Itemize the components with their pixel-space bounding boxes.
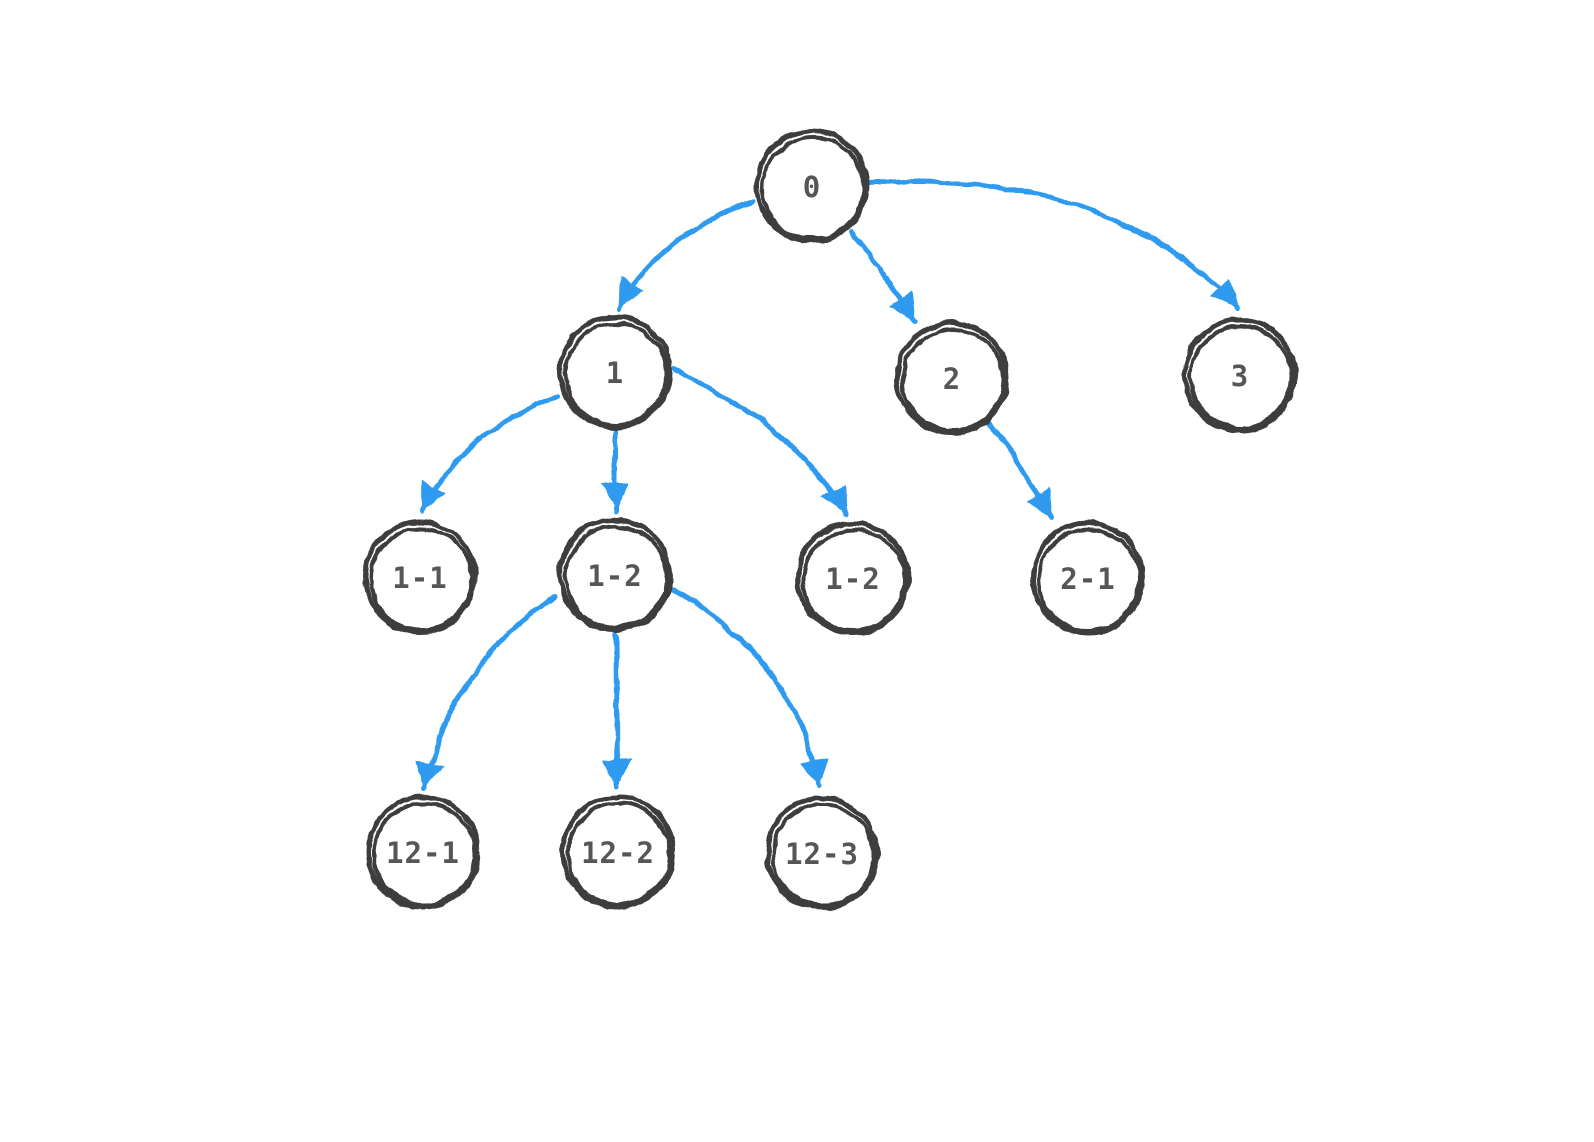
node-fill: [371, 800, 475, 904]
node-inner-ring: [563, 321, 669, 427]
node-2-1: [1030, 520, 1146, 636]
node-outer-ring: [795, 520, 911, 636]
labels-layer: 0 1 2 3 1-1 1-2 1-2 2-1 12-1 12-2 12-3: [386, 170, 1249, 871]
edge-0-to-3: [865, 179, 1241, 311]
node-label-12-3: 12-3: [785, 837, 859, 871]
arrowhead-icon: [618, 276, 644, 308]
node-0: [754, 128, 870, 244]
node-fill: [760, 134, 864, 238]
node-outer-ring: [362, 519, 478, 635]
edge-1-to-1-2b: [671, 367, 849, 518]
arrowhead-icon: [888, 290, 915, 322]
arrowhead-icon: [820, 483, 846, 515]
arrowhead-icon: [800, 757, 829, 788]
arrowhead-icon: [421, 480, 447, 512]
edge-1-2-to-12-1: [421, 593, 559, 793]
node-outer-ring: [764, 795, 880, 911]
node-2: [894, 320, 1010, 436]
node-fill: [563, 320, 667, 424]
node-12-3: [764, 795, 880, 911]
node-12-1: [365, 794, 481, 910]
edges-layer: [415, 179, 1241, 793]
node-outer-ring: [1030, 520, 1146, 636]
node-inner-ring: [760, 135, 866, 241]
arrowhead-icon: [601, 483, 629, 511]
node-1-2: [557, 517, 673, 633]
node-3: [1182, 317, 1298, 433]
node-outer-ring: [557, 517, 673, 633]
node-outer-ring: [1182, 317, 1298, 433]
node-label-12-1: 12-1: [386, 836, 460, 870]
node-outer-ring: [365, 794, 481, 910]
node-fill: [368, 525, 472, 629]
arrowhead-icon: [415, 759, 444, 790]
node-inner-ring: [371, 801, 477, 907]
node-fill: [566, 800, 670, 904]
arrowhead-icon: [1025, 486, 1052, 518]
node-fill: [1036, 526, 1140, 630]
arrowhead-icon: [1208, 277, 1238, 308]
node-fill: [563, 523, 667, 627]
node-inner-ring: [566, 801, 672, 907]
node-label-12-2: 12-2: [581, 836, 655, 870]
node-label-1-2b: 1-2: [825, 562, 880, 596]
edge-1-2-to-12-3: [671, 587, 823, 791]
node-1: [557, 314, 673, 430]
node-inner-ring: [801, 527, 907, 633]
node-inner-ring: [1036, 527, 1142, 633]
node-1-1: [362, 519, 478, 635]
node-inner-ring: [1188, 324, 1294, 430]
node-label-3: 3: [1231, 359, 1249, 393]
node-fill: [900, 326, 1004, 430]
node-label-1-2: 1-2: [587, 559, 642, 593]
node-fill: [801, 526, 905, 630]
node-outer-ring: [560, 794, 676, 910]
node-outer-ring: [894, 320, 1010, 436]
node-1-2b: [795, 520, 911, 636]
node-outer-ring: [754, 128, 870, 244]
arrowhead-icon: [602, 759, 631, 788]
node-inner-ring: [900, 327, 1006, 433]
nodes-layer: [362, 128, 1298, 911]
node-inner-ring: [368, 526, 474, 632]
node-outer-ring: [557, 314, 673, 430]
node-label-2: 2: [943, 362, 961, 396]
node-label-1-1: 1-1: [392, 561, 447, 595]
node-inner-ring: [563, 524, 669, 630]
node-label-1: 1: [606, 356, 624, 390]
node-label-0: 0: [803, 170, 821, 204]
node-fill: [1188, 323, 1292, 427]
node-12-2: [560, 794, 676, 910]
node-inner-ring: [770, 802, 876, 908]
node-label-2-1: 2-1: [1060, 562, 1115, 596]
node-fill: [770, 801, 874, 905]
